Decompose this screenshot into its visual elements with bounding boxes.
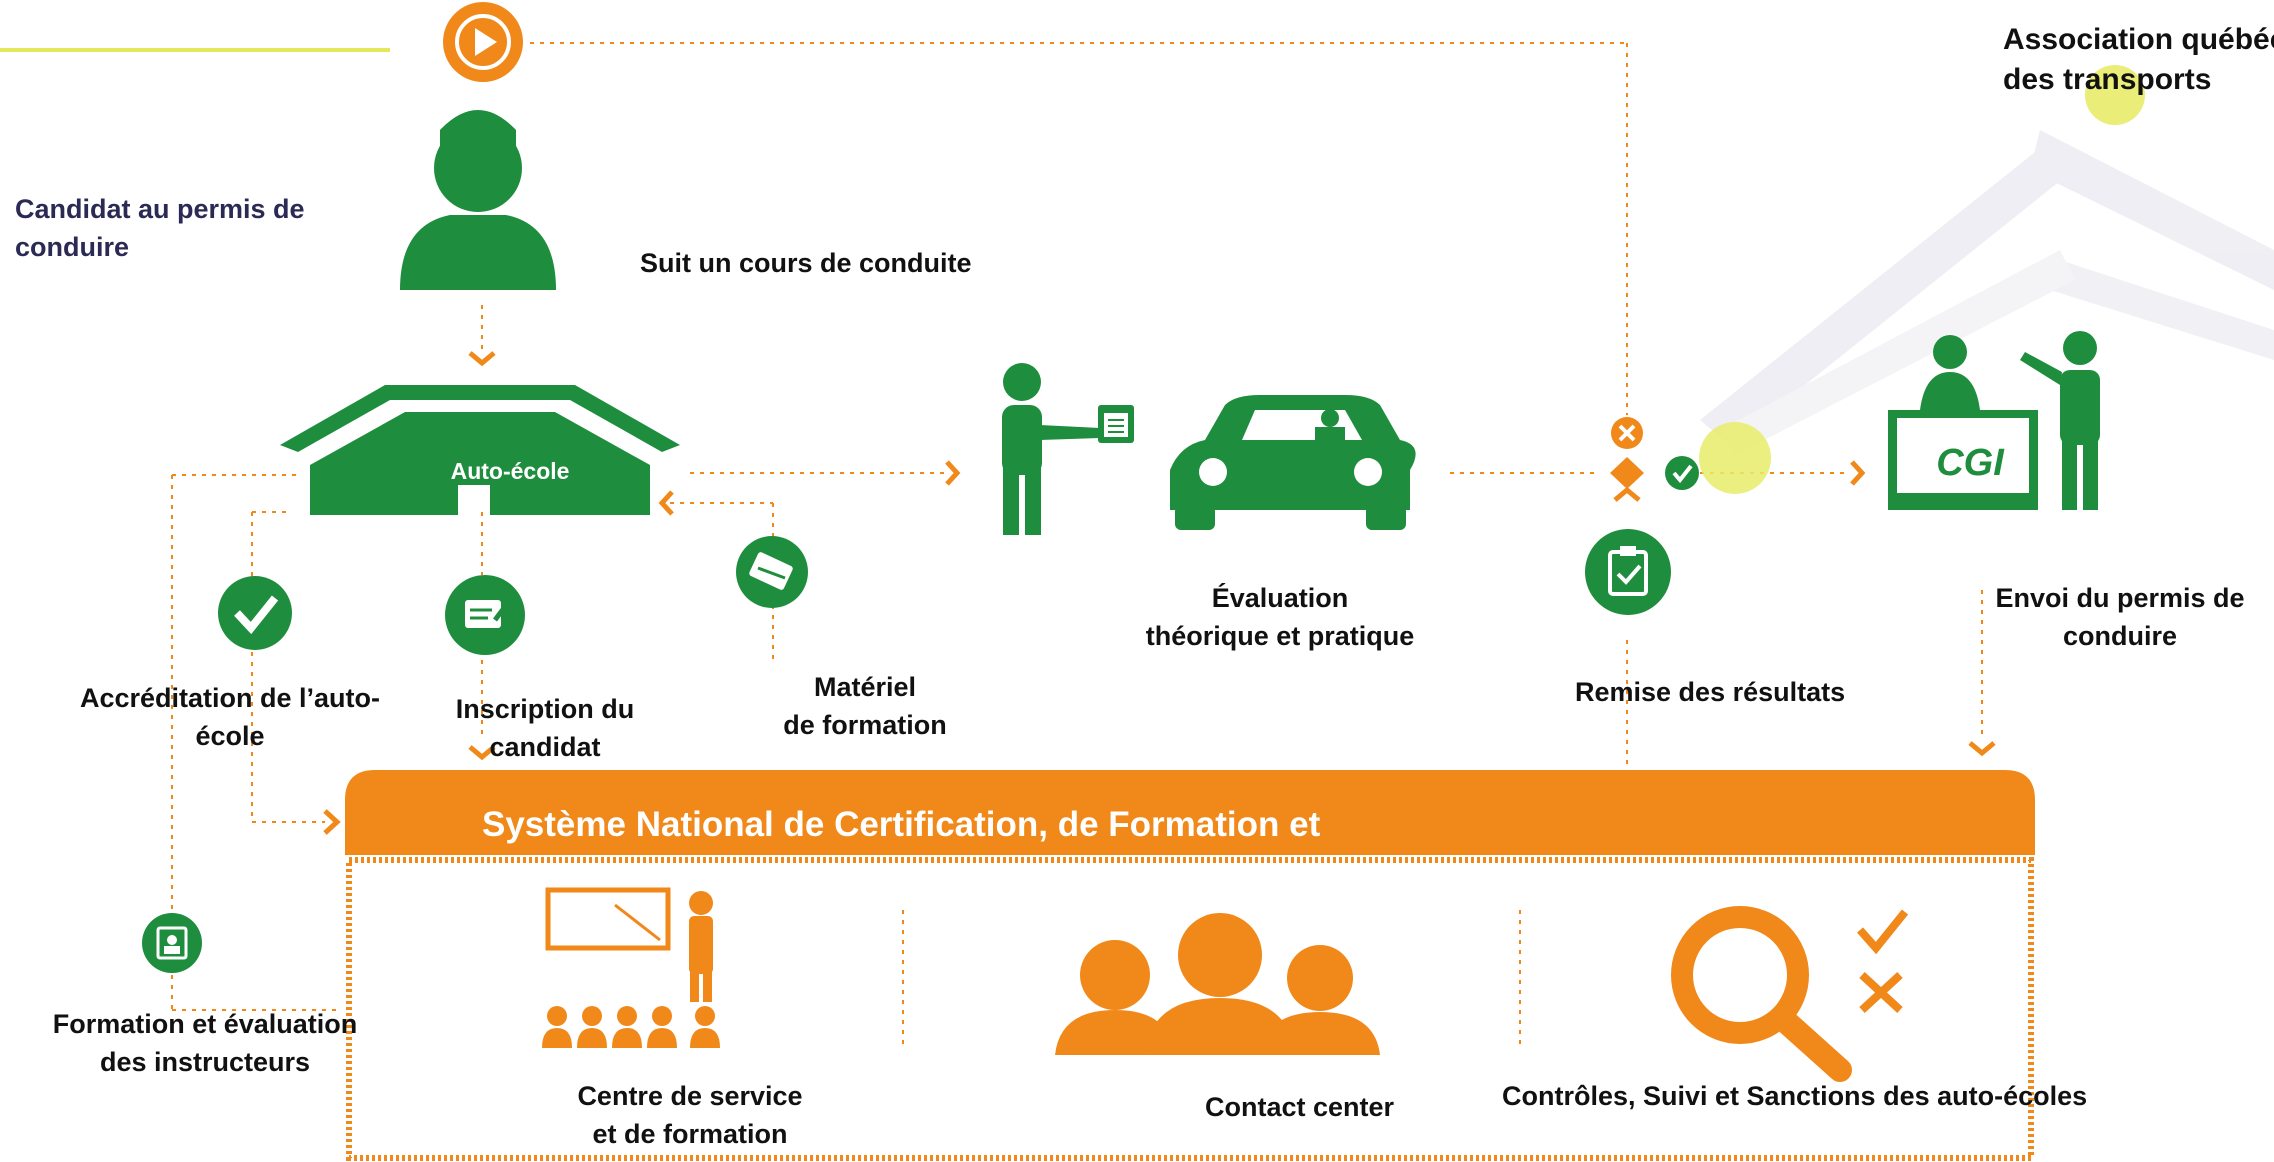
candidate-label-line2: conduire (15, 232, 130, 262)
cgi-office-icon (1888, 331, 2100, 510)
centre-service-label-line1: Centre de service (577, 1081, 803, 1111)
system-frame (345, 770, 2035, 1161)
dotted-connectors (171, 42, 1983, 1045)
remise-label: Remise des résultats (1575, 677, 1846, 707)
candidate-label-line1: Candidat au permis de (15, 194, 305, 224)
formation-label: Formation et évaluation des instructeurs (25, 1005, 385, 1081)
evaluation-label: Évaluation théorique et pratique (1100, 579, 1460, 655)
reject-icon (1611, 417, 1643, 449)
car-icon (1170, 395, 1416, 530)
checkmark-icon (218, 576, 292, 650)
org-name-line2: des transports (2003, 63, 2212, 96)
accreditation-label: Accréditation de l’auto- école (60, 679, 400, 755)
driving-school-building-icon (280, 385, 680, 515)
formation-label-line1: Formation et évaluation (52, 1009, 358, 1039)
envoi-label-line1: Envoi du permis de (1995, 583, 2245, 613)
course-label: Suit un cours de conduite (640, 248, 972, 278)
evaluation-label-line1: Évaluation (1211, 583, 1349, 613)
centre-service-label-line2: et de formation (592, 1119, 788, 1149)
formation-label-line2: des instructeurs (99, 1047, 311, 1077)
logo-rays (1700, 65, 2274, 455)
registration-icon (445, 575, 525, 655)
materiel-label-line2: de formation (783, 710, 947, 740)
controles-label: Contrôles, Suivi et Sanctions des auto-é… (1502, 1081, 2088, 1111)
centre-service-label: Centre de service et de formation (540, 1077, 840, 1153)
magnifier-icon (1671, 906, 1909, 1082)
inscription-label-line2: candidat (489, 732, 601, 762)
org-name-line1: Association québéco (2003, 23, 2274, 56)
instructor-icon (142, 913, 202, 973)
contact-center-icon (1055, 913, 1380, 1055)
evaluation-label-line2: théorique et pratique (1145, 621, 1415, 651)
cgi-logo-text: CGI (1936, 442, 2004, 484)
organization-logo-text: Association québéco des transports (2003, 20, 2274, 100)
arrow-heads (323, 351, 1996, 835)
envoi-label-line2: conduire (2062, 621, 2177, 651)
examiner-icon (1002, 363, 1134, 535)
highlight-dot (1699, 422, 1771, 494)
presentation-icon (542, 887, 720, 1048)
system-title: Système National de Certification, de Fo… (482, 805, 1321, 844)
training-material-icon (736, 536, 808, 608)
envoi-label: Envoi du permis de conduire (1970, 579, 2270, 655)
inscription-label-line1: Inscription du (455, 694, 635, 724)
play-icon (443, 2, 523, 82)
accreditation-label-line2: école (195, 721, 265, 751)
auto-ecole-label: Auto-école (450, 458, 570, 484)
accreditation-label-line1: Accréditation de l’auto- (79, 683, 381, 713)
inscription-label: Inscription du candidat (410, 690, 680, 766)
candidate-label: Candidat au permis de conduire (15, 190, 305, 266)
approve-icon (1665, 456, 1699, 490)
results-clipboard-icon (1585, 529, 1671, 615)
materiel-label-line1: Matériel (813, 672, 917, 702)
candidate-person-icon (400, 110, 556, 290)
contact-center-label: Contact center (1205, 1092, 1395, 1122)
materiel-label: Matériel de formation (750, 668, 980, 744)
decision-diamond (1610, 457, 1644, 489)
